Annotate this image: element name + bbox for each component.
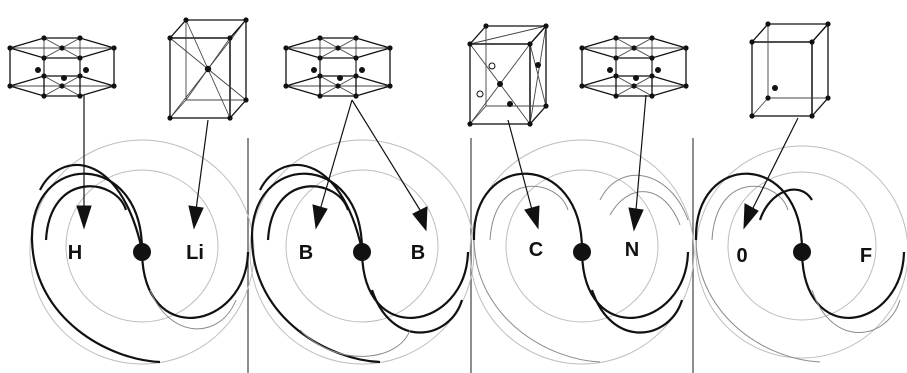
panel-1-right-label: Li	[186, 242, 204, 264]
panel-4: 0 F	[694, 20, 907, 363]
bcc-cube-icon	[166, 16, 250, 122]
arrow-to-li	[195, 119, 209, 211]
panel-3-center-atom	[573, 243, 591, 261]
panel-3-outer-circle	[469, 139, 695, 365]
panel-1-left-label: H	[68, 242, 82, 264]
simple-cubic-icon	[748, 20, 832, 120]
fcc-cube-icon	[466, 22, 550, 128]
arrow-to-c	[507, 119, 533, 211]
arrow-to-b-right	[351, 99, 421, 211]
panel-2-left-label: B	[299, 242, 313, 264]
panel-3-right-label: N	[625, 239, 639, 261]
panel-2-center-atom	[353, 243, 371, 261]
panel-1: H Li	[6, 16, 255, 365]
panel-1-outer-circle	[29, 139, 255, 365]
panel-4-left-label: 0	[736, 245, 747, 267]
panel-3-left-label: C	[529, 239, 543, 261]
arrow-to-b-left	[319, 99, 353, 211]
panel-2-outer-circle	[249, 139, 475, 365]
panel-2-right-label: B	[411, 242, 425, 264]
panel-4-center-atom	[793, 243, 811, 261]
panel-3: C N	[466, 22, 695, 365]
hexagonal-cell-icon	[6, 34, 118, 100]
hexagonal-cell-icon	[282, 34, 394, 100]
arrow-to-0	[751, 117, 799, 211]
panel-4-outer-circle	[695, 145, 907, 359]
arrow-to-n	[635, 94, 647, 211]
panel-1-center-atom	[133, 243, 151, 261]
panel-2: B B	[249, 34, 475, 365]
panel-4-right-label: F	[860, 245, 872, 267]
hexagonal-cell-icon	[578, 34, 690, 100]
